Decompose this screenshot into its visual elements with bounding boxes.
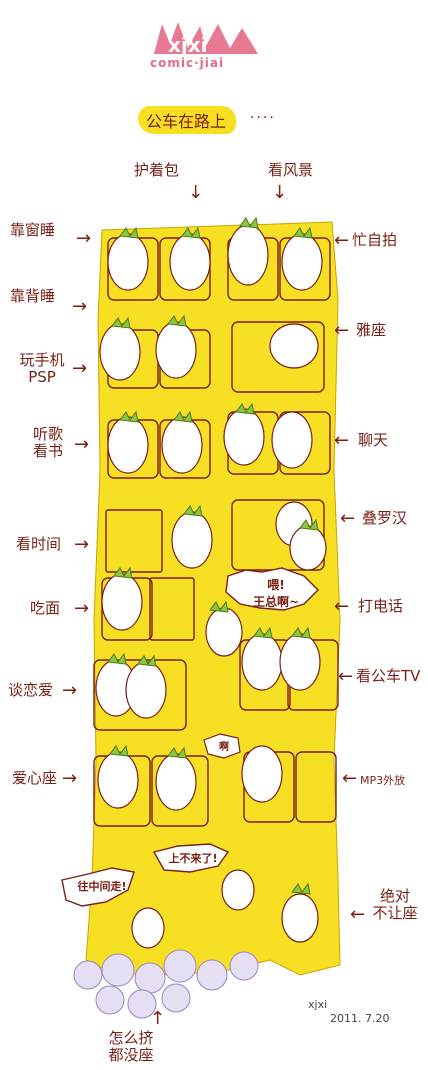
label-check-time: 看时间 [16,535,62,553]
arrow-check-time: → [74,534,90,555]
arrow-protect-bag: ↓ [188,182,204,203]
arrow-phone-call: ← [334,596,350,617]
arrow-mp3: ← [342,768,358,789]
arrow-priority-seat: → [62,768,78,789]
speech-burst-move-in [61,867,135,907]
logo-subtitle: comic·jiai [150,56,225,70]
label-mp3: MP3外放 [360,774,406,787]
speech-move-in: 往中间走! [77,880,127,893]
arrow-sleep-back: → [72,296,88,317]
label-priority-seat: 爱心座 [12,769,58,787]
arrow-bus-tv: ← [338,666,354,687]
speech-burst-cant-get-on [152,843,230,873]
label-selfie: 忙自拍 [352,231,398,249]
label-phone-psp: 玩手机 PSP [19,351,65,386]
label-love: 谈恋爱 [8,681,54,699]
arrow-never-give-seat: ← [350,904,366,925]
label-elegant-seat: 雅座 [356,321,387,339]
speech-ah: 啊 [219,742,229,753]
label-sleep-back: 靠背睡 [10,287,56,305]
label-sleep-window: 靠窗睡 [10,221,56,239]
arrow-phone-psp: → [72,358,88,379]
arrow-love: → [62,680,78,701]
label-music-book: 听歌 看书 [32,425,63,460]
arrow-view-scenery: ↓ [272,182,288,203]
label-never-give-seat: 绝对 不让座 [372,887,418,922]
label-protect-bag: 护着包 [134,161,180,179]
arrow-no-seat: ↑ [150,1008,166,1029]
speech-hello-boss: 喂! 王总啊~ [252,578,300,609]
label-chat: 聊天 [358,431,389,449]
speech-cant-get-on: 上不来了! [168,852,218,865]
label-no-seat: 怎么挤 都没座 [108,1029,154,1064]
speech-burst-ah [203,733,241,759]
arrow-noodles: → [74,598,90,619]
label-phone-call: 打电话 [358,597,404,615]
speech-burst-hello [225,567,319,611]
title-dots: ···· [250,110,276,126]
comic-title: 公车在路上 [138,106,237,134]
arrow-elegant-seat: ← [334,320,350,341]
label-stack: 叠罗汉 [362,509,408,527]
label-noodles: 吃面 [30,599,61,617]
arrow-stack: ← [340,508,356,529]
svg-text:xjxi: xjxi [168,33,208,57]
comic-logo: xjxi [154,22,258,57]
signature-name: xjxi [308,998,328,1011]
label-view-scenery: 看风景 [268,161,314,179]
arrow-sleep-window: → [76,228,92,249]
arrow-chat: ← [334,430,350,451]
signature-date: 2011. 7.20 [330,1012,390,1025]
label-bus-tv: 看公车TV [356,667,421,685]
arrow-music-book: → [74,434,90,455]
arrow-selfie: ← [334,230,350,251]
